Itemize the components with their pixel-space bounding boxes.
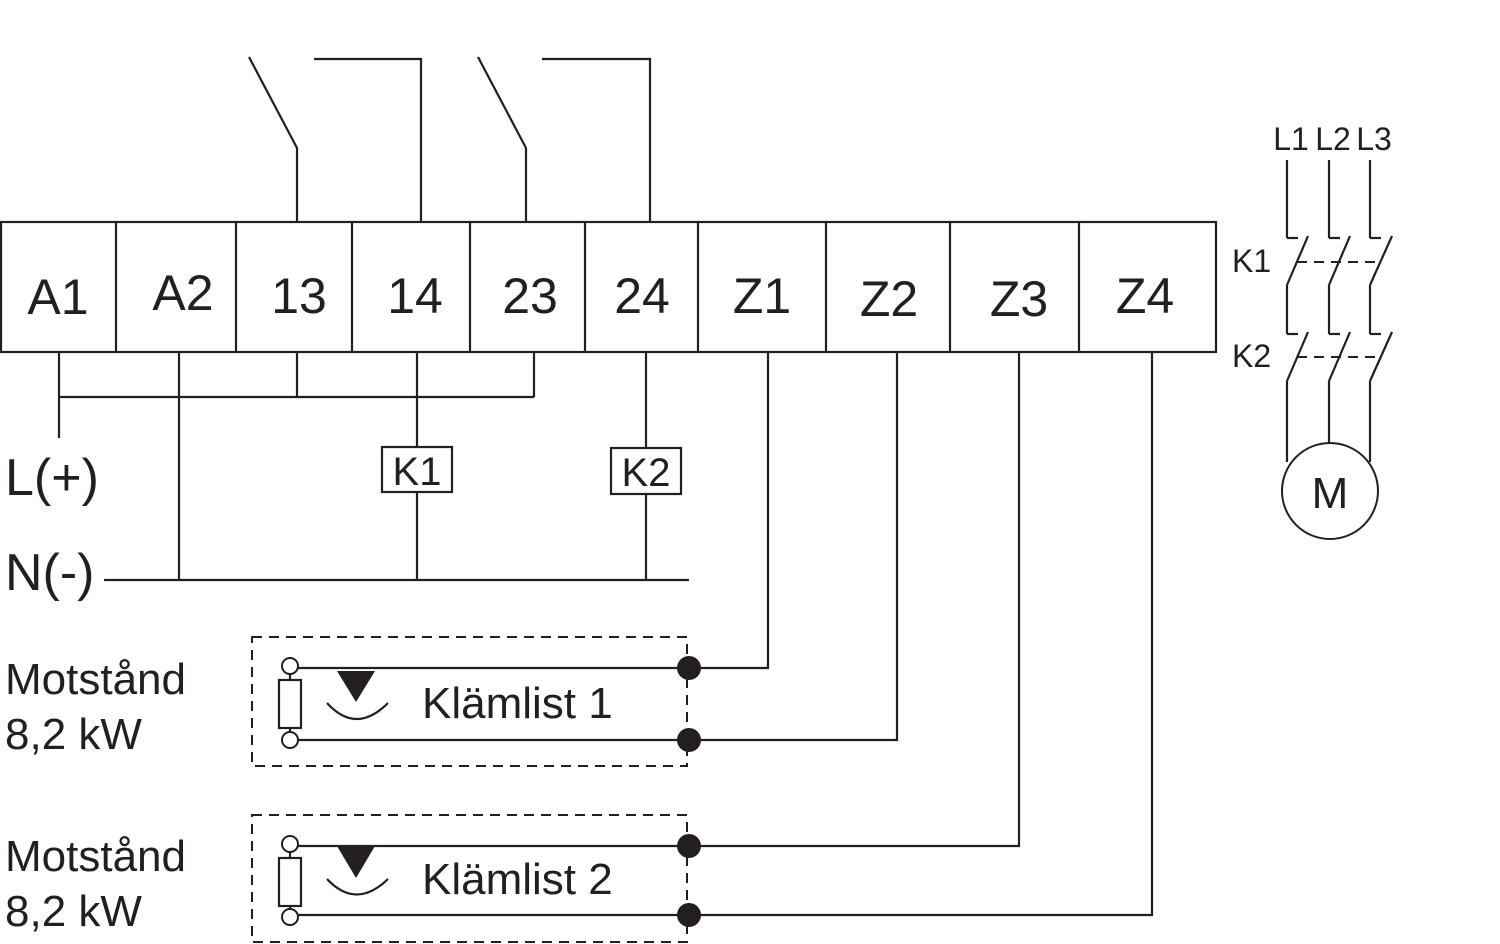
relay-contacts (248, 56, 652, 222)
coil-k2-label: K2 (622, 451, 671, 495)
coil-k2: K2 (609, 446, 683, 496)
pressure-arrow-icon (337, 846, 375, 878)
terminal-strip: A1 A2 13 14 23 24 Z1 Z2 Z3 Z4 (0, 220, 1218, 354)
contactor-k1-label: K1 (1232, 243, 1271, 279)
edge-2-resistor-name: Motstånd (5, 832, 186, 881)
terminal-z2: Z2 (860, 271, 918, 327)
terminal-z3: Z3 (990, 271, 1048, 327)
edge-1-resistor-value: 8,2 kW (5, 710, 142, 759)
edge-2-resistor-value: 8,2 kW (5, 887, 142, 936)
live-label: L(+) (5, 449, 99, 507)
terminal-z4: Z4 (1116, 268, 1174, 324)
phase-l2-label: L2 (1315, 121, 1351, 157)
safety-edge-2: Klämlist 2 (251, 814, 701, 943)
terminal-z1: Z1 (733, 268, 791, 324)
coil-k1-label: K1 (393, 450, 442, 494)
edge-1-resistor-name: Motstånd (5, 655, 186, 704)
supply-wiring (57, 352, 689, 582)
terminal-23: 23 (502, 268, 558, 324)
contactor-k2-label: K2 (1232, 338, 1271, 374)
terminal-a1: A1 (27, 269, 88, 325)
phase-l1-label: L1 (1273, 121, 1309, 157)
edge-2-label: Klämlist 2 (422, 855, 613, 904)
terminal-13: 13 (271, 268, 327, 324)
terminal-24: 24 (614, 268, 670, 324)
neutral-label: N(-) (5, 544, 95, 602)
motor-label: M (1312, 469, 1349, 518)
phase-l3-label: L3 (1356, 121, 1392, 157)
edge-connections (689, 352, 1154, 917)
safety-edge-1: Klämlist 1 (251, 636, 701, 767)
motor-circuit: L1 L2 L3 K1 K2 M (1232, 121, 1394, 540)
terminal-a2: A2 (152, 265, 213, 321)
edge-1-label: Klämlist 1 (422, 679, 613, 728)
coil-k1: K1 (380, 445, 454, 494)
terminal-14: 14 (387, 268, 443, 324)
pressure-arrow-icon (337, 671, 375, 702)
